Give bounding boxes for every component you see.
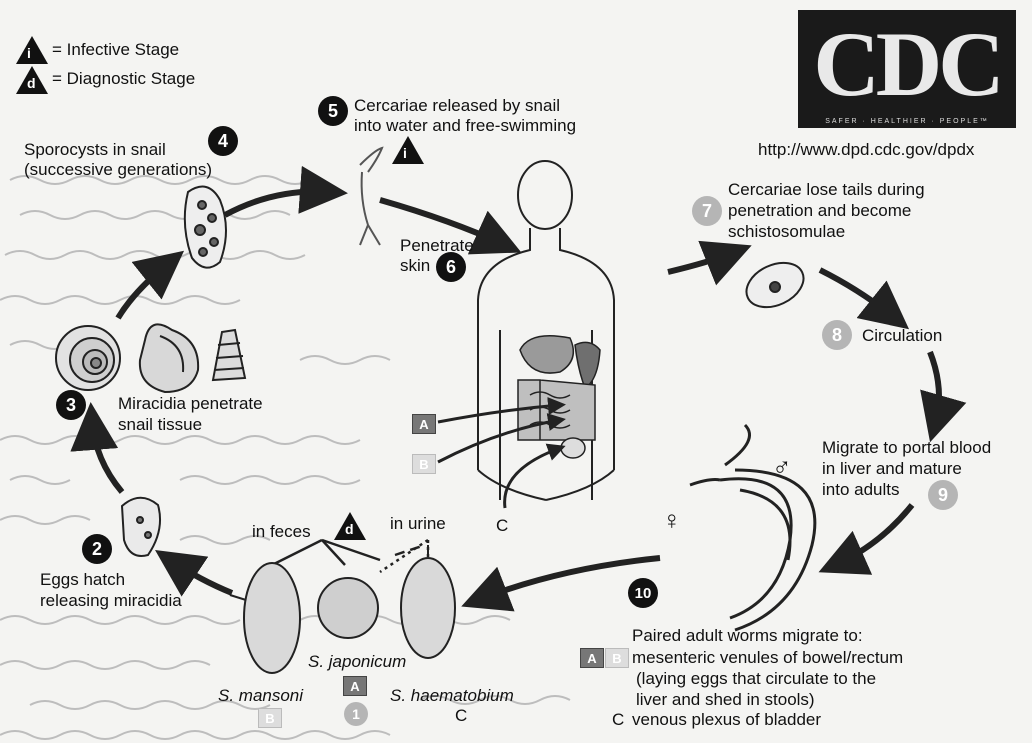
step10-number: 10: [628, 578, 658, 608]
egg-diagnostic-stage-icon: d: [334, 512, 366, 540]
step9-text-line2: in liver and mature: [822, 459, 962, 479]
step2-text-line1: Eggs hatch: [40, 570, 125, 590]
step4-text-line1: Sporocysts in snail: [24, 140, 166, 160]
step8-text: Circulation: [862, 326, 942, 346]
step4-text-line2: (successive generations): [24, 160, 212, 180]
step5-text-line2: into water and free-swimming: [354, 116, 576, 136]
legend-diagnostic-label: = Diagnostic Stage: [52, 69, 195, 89]
s-mansoni-label: S. mansoni: [218, 686, 303, 706]
hatching-egg: [122, 498, 160, 556]
badge-c-step10: C: [612, 710, 624, 730]
source-url[interactable]: http://www.dpd.cdc.gov/dpdx: [758, 140, 974, 160]
step6-text-line2: skin: [400, 256, 430, 276]
step10-text-line4: liver and shed in stools): [636, 690, 815, 710]
step8-number: 8: [822, 320, 852, 350]
step9-text-line3: into adults: [822, 480, 900, 500]
step7-text-line2: penetration and become: [728, 201, 911, 221]
cdc-logo-tagline: SAFER · HEALTHIER · PEOPLE™: [798, 118, 1016, 125]
step7-number: 7: [692, 196, 722, 226]
badge-c-body: C: [496, 516, 508, 536]
step10-text-line5: venous plexus of bladder: [632, 710, 821, 730]
cdc-logo-text: CDC: [798, 16, 1016, 112]
cercaria: [360, 148, 382, 245]
infective-stage-icon: i: [16, 36, 48, 64]
legend-infective-label: = Infective Stage: [52, 40, 179, 60]
cdc-logo: CDC SAFER · HEALTHIER · PEOPLE™: [798, 10, 1016, 128]
egg-connectors: [272, 540, 428, 572]
step3-text-line2: snail tissue: [118, 415, 202, 435]
step7-text-line3: schistosomulae: [728, 222, 845, 242]
step6-number: 6: [436, 252, 466, 282]
step2-text-line2: releasing miracidia: [40, 591, 182, 611]
in-feces-label: in feces: [252, 522, 311, 542]
step2-number: 2: [82, 534, 112, 564]
step5-number: 5: [318, 96, 348, 126]
human-body: [478, 161, 614, 500]
step3-text-line1: Miracidia penetrate: [118, 394, 263, 414]
step9-number: 9: [928, 480, 958, 510]
step10-text-line3: (laying eggs that circulate to the: [636, 669, 876, 689]
step4-number: 4: [208, 126, 238, 156]
step5-text-line1: Cercariae released by snail: [354, 96, 560, 116]
step3-number: 3: [56, 390, 86, 420]
diagnostic-stage-icon: d: [16, 66, 48, 94]
badge-c-haematobium: C: [455, 706, 467, 726]
step6-text-line1: Penetrate: [400, 236, 474, 256]
step1-number: 1: [344, 702, 368, 726]
abdominal-organs: [518, 336, 600, 458]
badge-b-body: B: [412, 454, 436, 474]
step7-text-line1: Cercariae lose tails during: [728, 180, 925, 200]
badge-a-japonicum: A: [343, 676, 367, 696]
step5-infective-stage-icon: i: [392, 136, 424, 164]
s-haematobium-label: S. haematobium: [390, 686, 514, 706]
badge-b-step10: B: [605, 648, 629, 668]
step10-text-line2: mesenteric venules of bowel/rectum: [632, 648, 903, 668]
badge-b-mansoni: B: [258, 708, 282, 728]
female-symbol: ♀: [662, 505, 682, 536]
adult-worms: [690, 425, 815, 630]
s-japonicum-label: S. japonicum: [308, 652, 406, 672]
schistosomula: [739, 254, 810, 316]
badge-a-step10: A: [580, 648, 604, 668]
male-symbol: ♂: [772, 452, 792, 483]
badge-a-body: A: [412, 414, 436, 434]
in-urine-label: in urine: [390, 514, 446, 534]
step9-text-line1: Migrate to portal blood: [822, 438, 991, 458]
step10-text-line1: Paired adult worms migrate to:: [632, 626, 863, 646]
sporocyst: [185, 187, 226, 268]
snails: [56, 324, 245, 392]
